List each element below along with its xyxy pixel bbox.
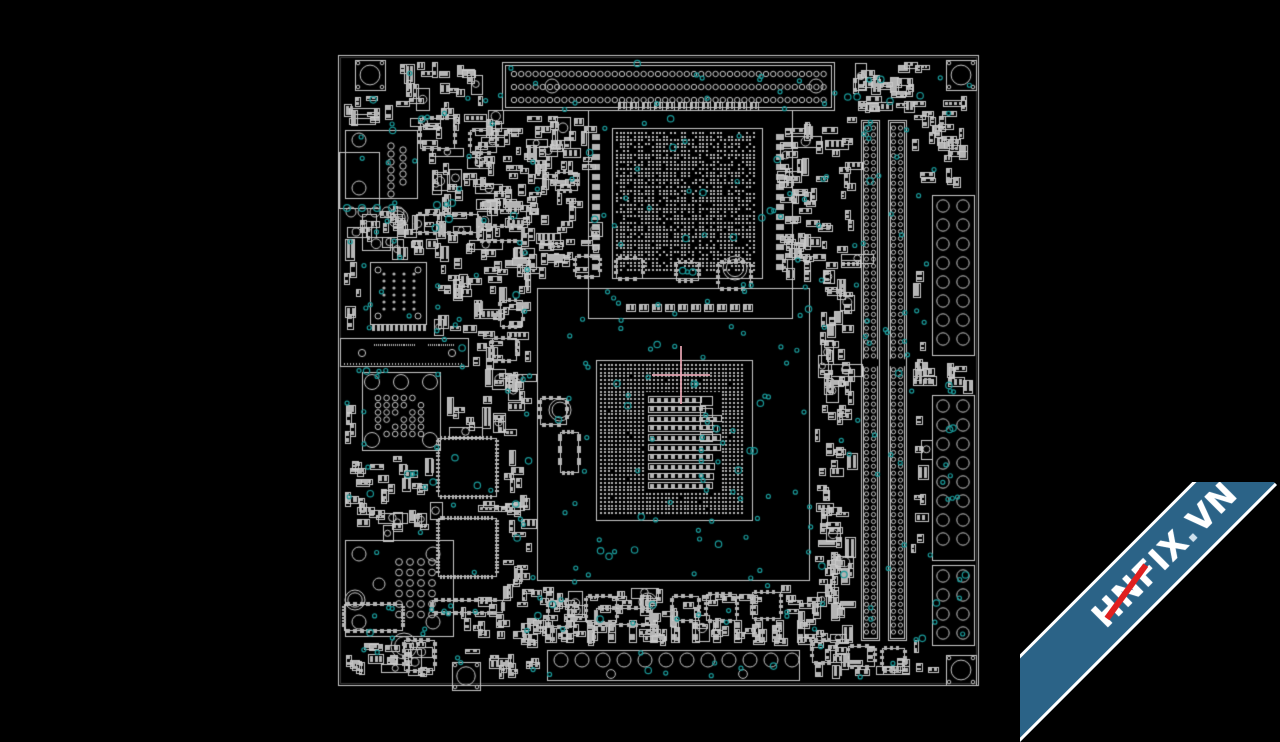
pcb-boardview-canvas[interactable] [0, 0, 1280, 742]
boardview-canvas-stage[interactable]: HNFIX.VN PCB Boardview motherboard-top-l… [0, 0, 1280, 742]
